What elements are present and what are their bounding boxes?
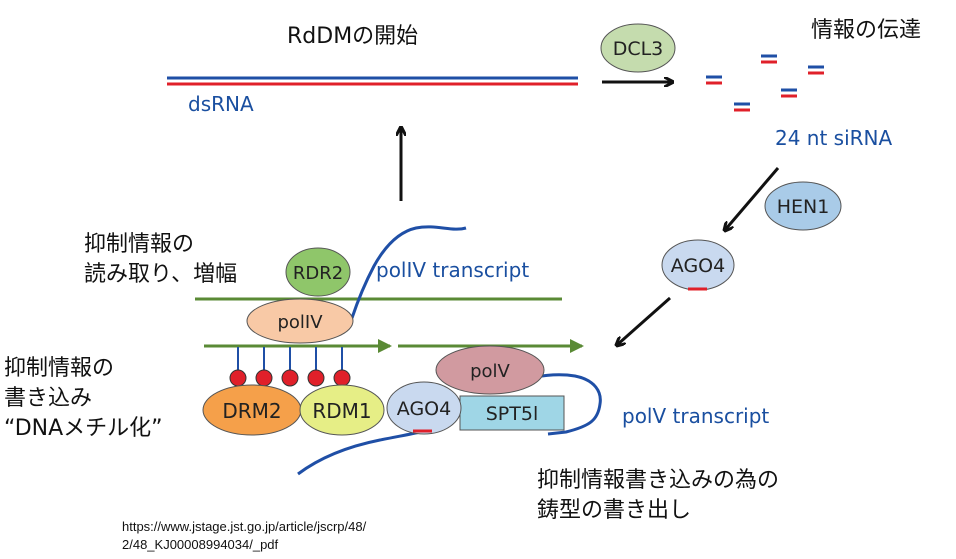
dsrna-duplex	[167, 76, 578, 86]
methyl-mark	[307, 347, 325, 387]
sirna-label: 24 nt siRNA	[775, 126, 893, 150]
sirna-duplex	[781, 88, 797, 98]
rdr2-protein: RDR2	[285, 247, 351, 297]
rdm1-label: RDM1	[312, 399, 371, 423]
targeting-arrow	[617, 296, 671, 345]
ago4-top-protein: AGO4	[661, 239, 735, 291]
spt5l-protein: SPT5l	[459, 395, 565, 431]
hen1-label: HEN1	[777, 196, 830, 218]
spt5l-label: SPT5l	[486, 403, 539, 425]
source-url-line1: https://www.jstage.jst.go.jp/article/jsc…	[122, 519, 367, 534]
hen1-protein: HEN1	[764, 181, 842, 231]
rdr2-label: RDR2	[293, 263, 343, 284]
drm2-protein: DRM2	[202, 384, 302, 436]
poliv-transcript-label: polIV transcript	[376, 258, 530, 282]
read-amplify-line1: 抑制情報の	[84, 232, 195, 257]
rddm-start-title: RdDMの開始	[287, 24, 419, 49]
methyl-mark	[333, 347, 351, 387]
rdm1-protein: RDM1	[299, 384, 385, 436]
dcl3-label: DCL3	[613, 38, 664, 60]
methyl-mark	[229, 347, 247, 387]
write-line2: 書き込み	[4, 386, 93, 411]
source-url-line2: 2/48_KJ00008994034/_pdf	[122, 537, 279, 552]
poliv-label: polIV	[277, 312, 323, 333]
poliv-transcript-curve	[350, 225, 467, 319]
drm2-label: DRM2	[222, 399, 281, 423]
poliv-protein: polIV	[246, 298, 354, 344]
write-line1: 抑制情報の	[4, 356, 115, 381]
methyl-mark	[281, 347, 299, 387]
sirna-fragments	[706, 54, 824, 112]
polv-label: polV	[470, 361, 510, 382]
sirna-duplex	[761, 54, 777, 64]
ago4-bottom-label: AGO4	[397, 398, 451, 420]
loading-arrow	[725, 167, 780, 230]
methyl-mark	[255, 347, 273, 387]
write-line3: “DNAメチル化”	[4, 416, 163, 441]
template-line1: 抑制情報書き込みの為の	[537, 468, 780, 493]
dsrna-label: dsRNA	[188, 92, 254, 116]
ago4-top-label: AGO4	[671, 255, 725, 277]
template-line2: 鋳型の書き出し	[537, 498, 692, 523]
sirna-duplex	[808, 65, 824, 75]
sirna-duplex	[734, 102, 750, 112]
sirna-duplex	[706, 75, 722, 85]
methylation-marks	[229, 347, 351, 387]
ago4-bottom-protein: AGO4	[386, 381, 462, 435]
dcl3-protein: DCL3	[600, 23, 676, 73]
polv-transcript-label: polV transcript	[622, 404, 770, 428]
read-amplify-line2: 読み取り、増幅	[84, 262, 238, 287]
info-transfer-title: 情報の伝達	[811, 18, 922, 43]
polv-protein: polV	[435, 345, 545, 395]
